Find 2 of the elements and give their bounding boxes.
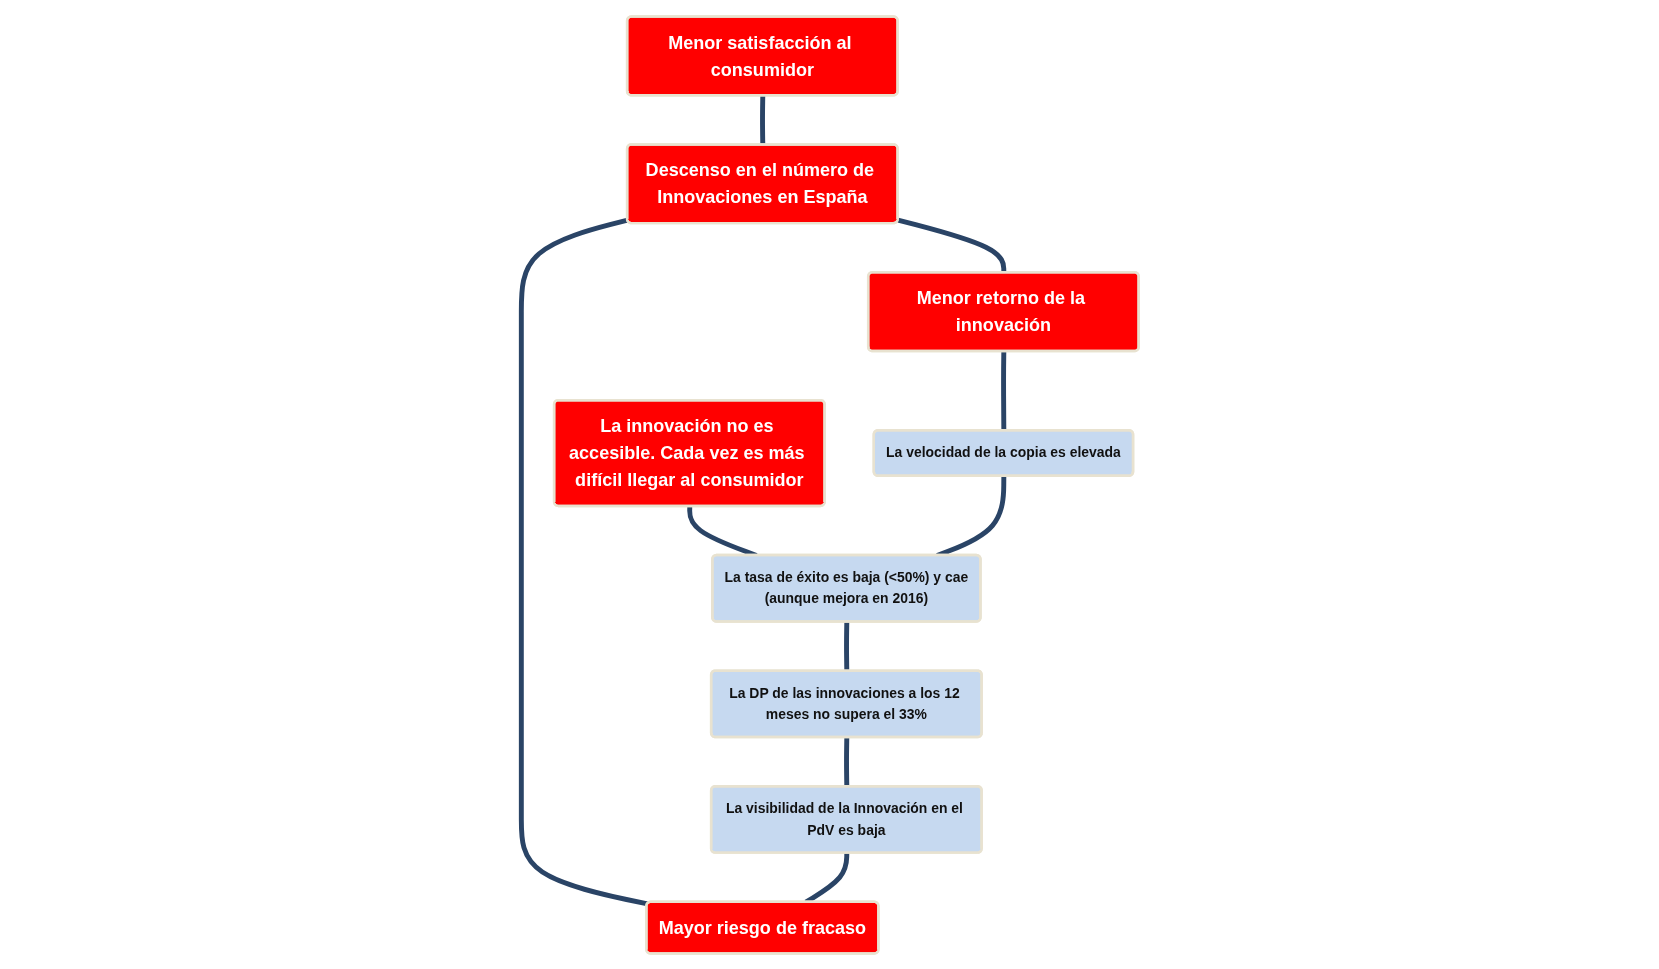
connector	[518, 217, 648, 906]
connector	[843, 621, 849, 671]
